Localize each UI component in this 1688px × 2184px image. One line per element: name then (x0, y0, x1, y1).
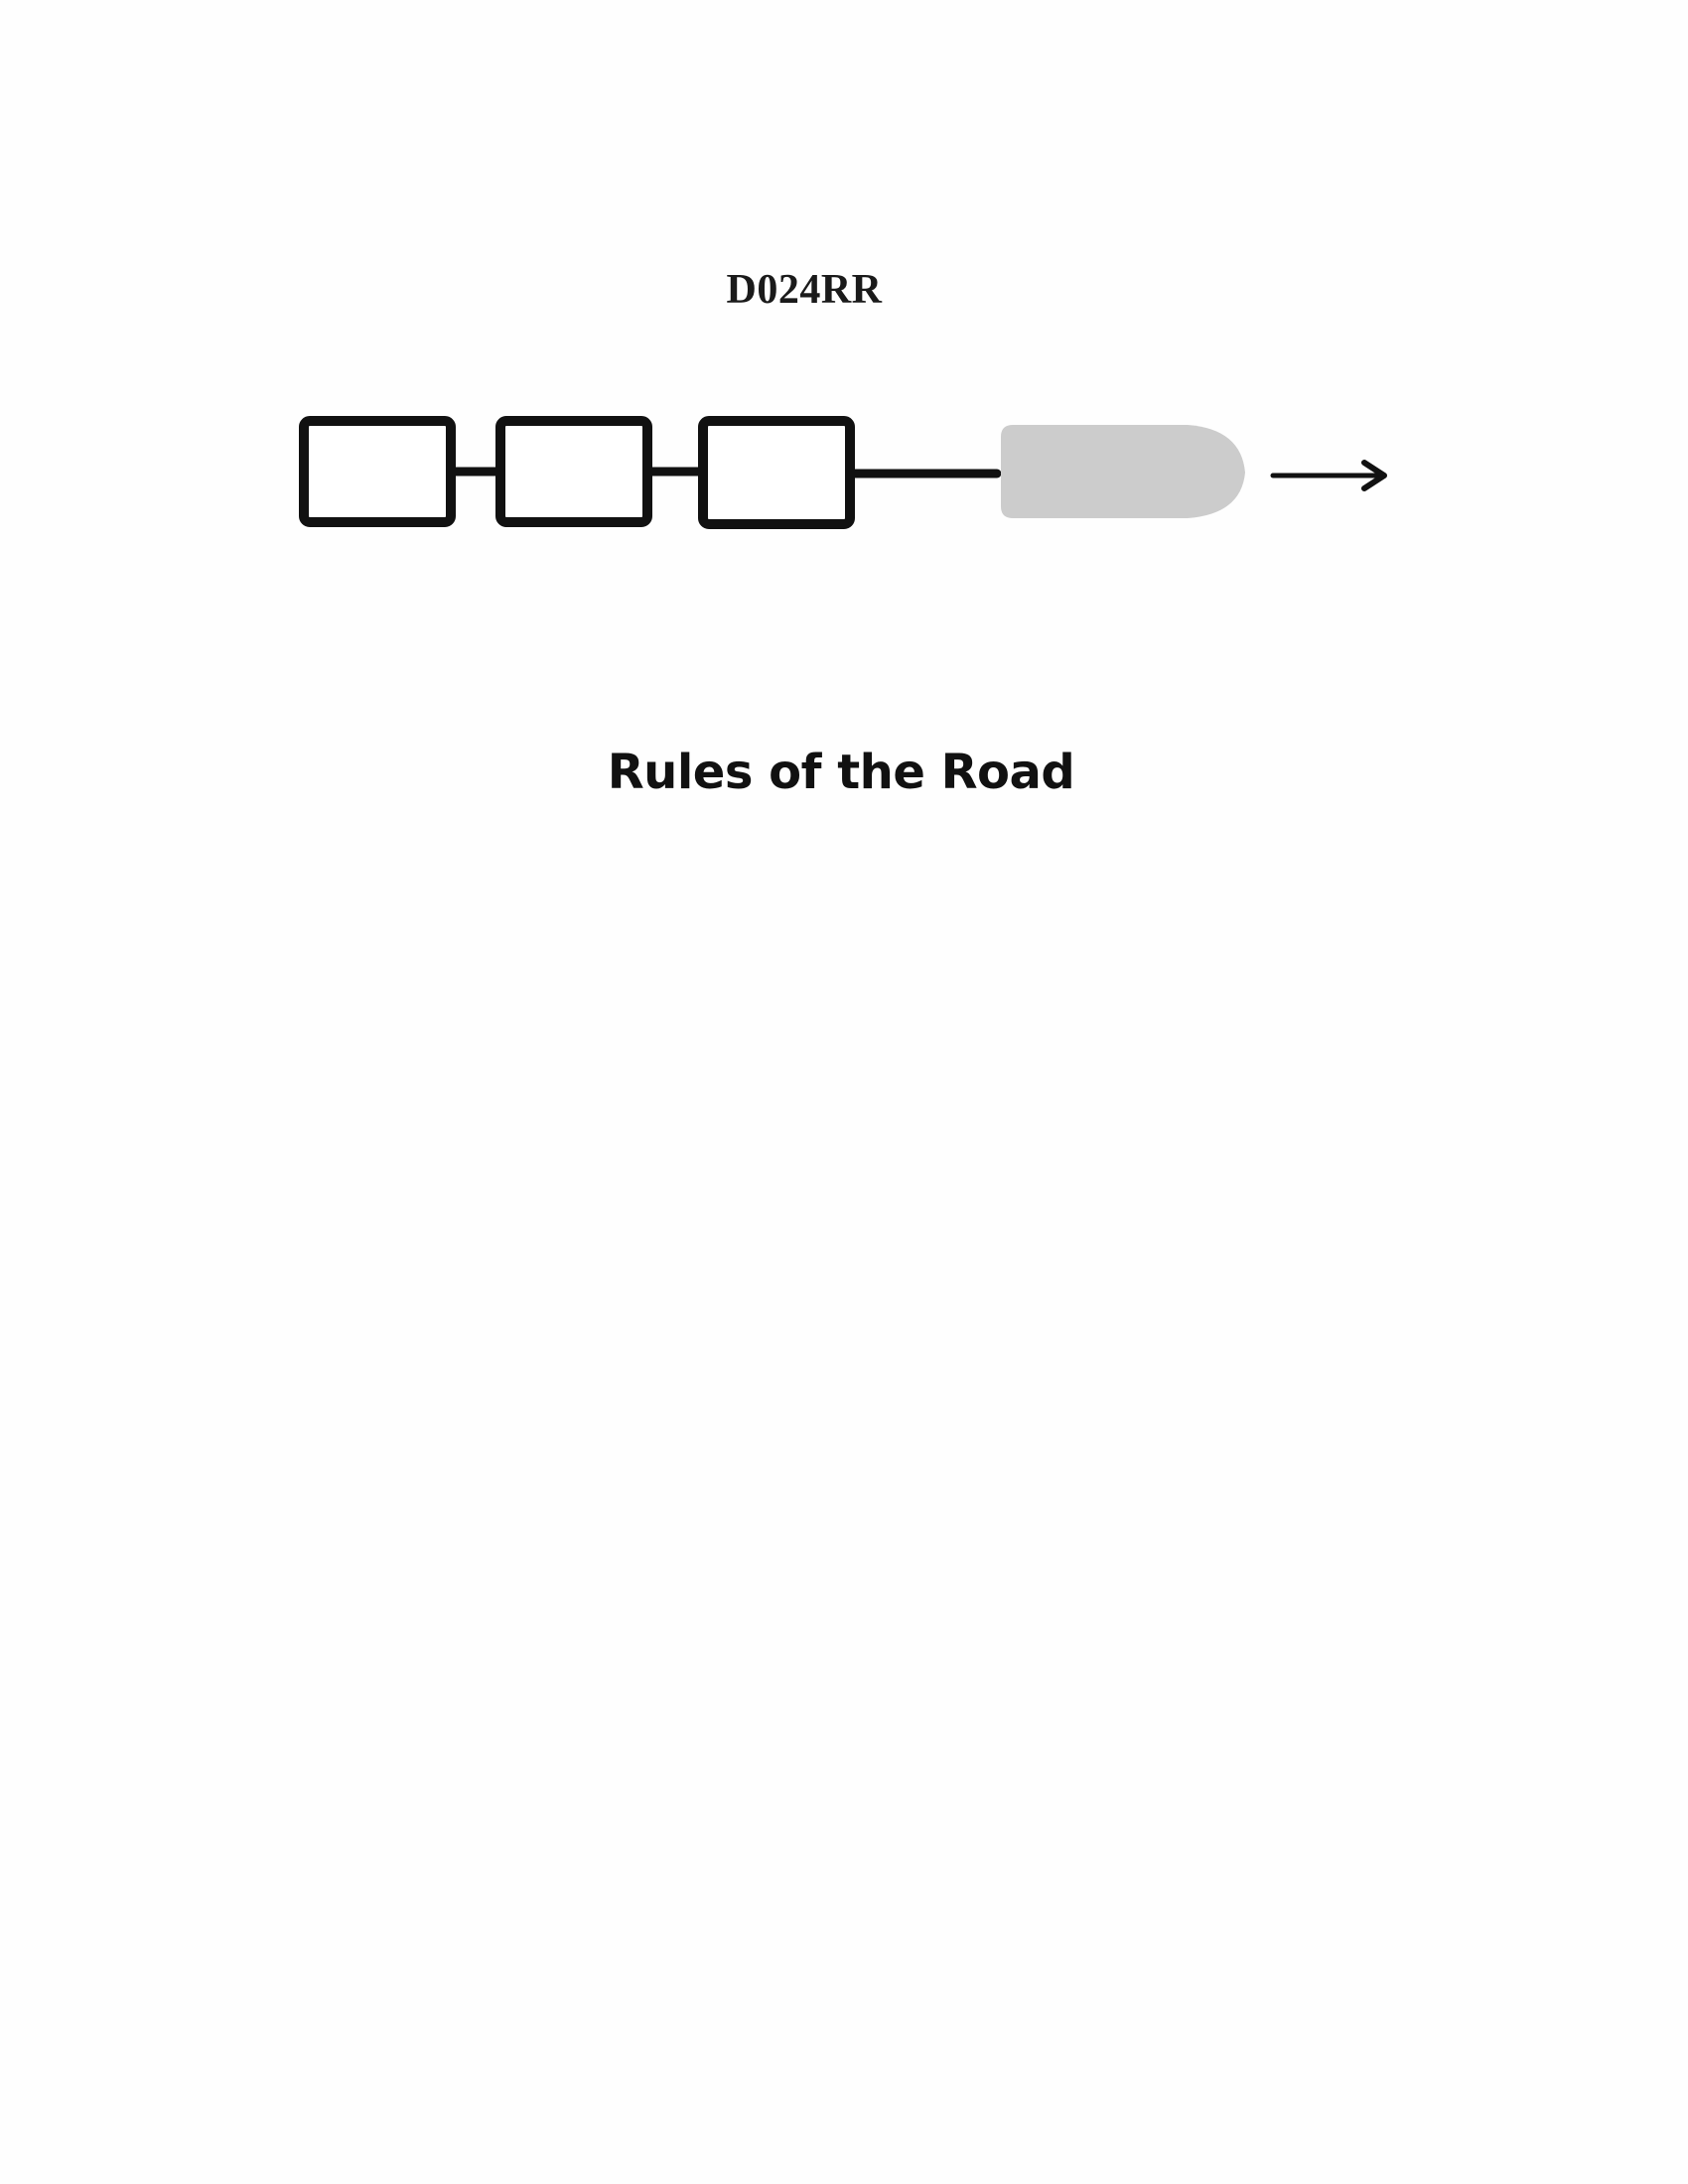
towing-vessel (1001, 425, 1245, 518)
page-title: Rules of the Road (607, 745, 1075, 800)
barge-2 (495, 416, 652, 527)
barge-1 (299, 416, 456, 527)
diagram-code: D024RR (726, 267, 883, 313)
barge-3 (698, 416, 855, 529)
towing-diagram (299, 416, 1387, 529)
direction-arrow-head (1361, 460, 1387, 491)
